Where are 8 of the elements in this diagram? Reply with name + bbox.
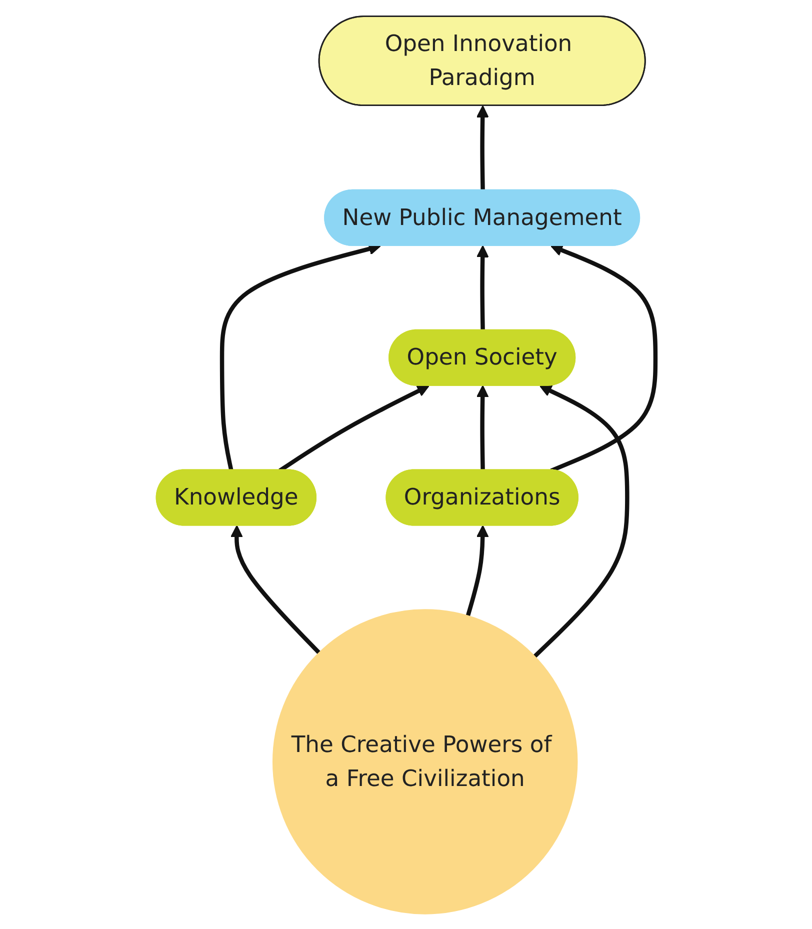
arrow <box>550 244 658 472</box>
arrow <box>533 384 630 658</box>
arrow <box>476 244 489 330</box>
arrow <box>476 384 489 470</box>
arrow <box>230 524 321 654</box>
arrow <box>476 104 489 190</box>
node-circle: The Creative Powers of a Free Civilization <box>272 608 578 914</box>
arrow <box>466 524 489 616</box>
